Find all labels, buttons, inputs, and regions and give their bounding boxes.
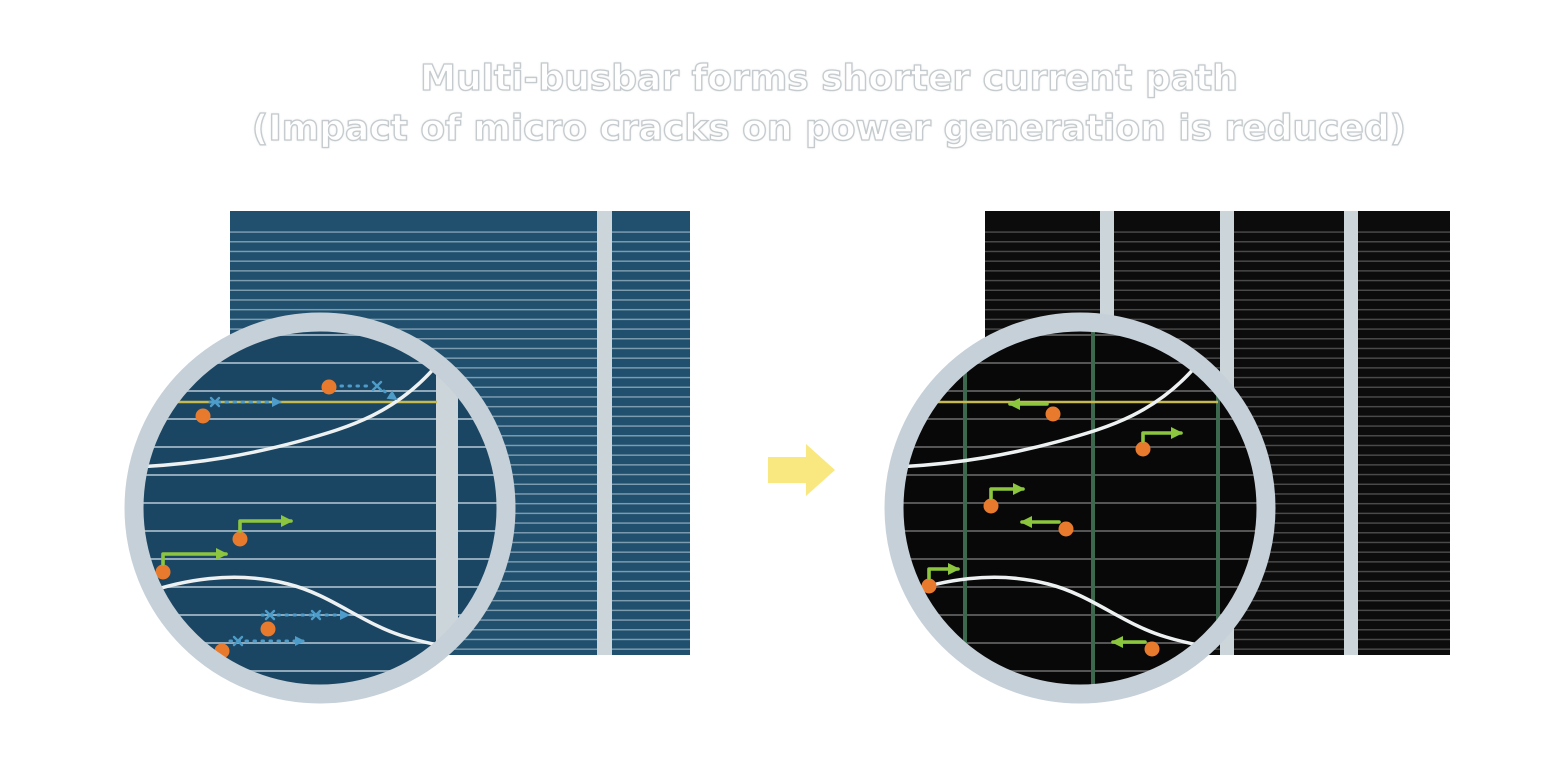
right-magnifier [884,312,1276,704]
x-mark-icon [209,396,221,408]
x-mark-icon [371,380,383,392]
left-zoom-busbar [436,331,458,685]
electron-dot [983,498,999,514]
electron-dot [260,621,276,637]
electron-dot [921,578,937,594]
x-mark-icon [264,609,276,621]
electron-dot [155,564,171,580]
diagram-title-line1: Multi-busbar forms shorter current path [419,57,1238,99]
current-path-arrow [161,548,228,566]
left-magnifier [124,312,516,704]
electron-dot [1135,441,1151,457]
left-magnifier-ring [124,312,516,704]
left-cell-top-edge [230,211,690,226]
electron-dot [232,531,248,547]
current-path-arrow [1141,427,1183,443]
blocked-path-arrow [382,389,398,401]
right-cell-top-edge [985,211,1450,226]
x-mark-icon [310,609,322,621]
current-path-arrow [238,515,293,533]
left-cell-busbar [597,211,612,655]
crack-line-upper [143,358,443,469]
diagram-title: Multi-busbar forms shorter current path … [0,54,1558,153]
transition-arrow-icon [768,444,835,496]
current-path-arrow [927,563,960,580]
diagram-title-line2: (Impact of micro cracks on power generat… [251,107,1407,149]
current-path-arrow [989,483,1025,500]
electron-dot [195,408,211,424]
electron-dot [1045,406,1061,422]
right-zoom-surface [903,331,1257,685]
electron-dot [321,379,337,395]
x-mark-icon [232,635,244,647]
right-cell-busbar [1344,211,1358,655]
right-magnifier-ring [884,312,1276,704]
electron-dot [1144,641,1160,657]
right-zoom-content [903,331,1257,685]
electron-dot [1058,521,1074,537]
